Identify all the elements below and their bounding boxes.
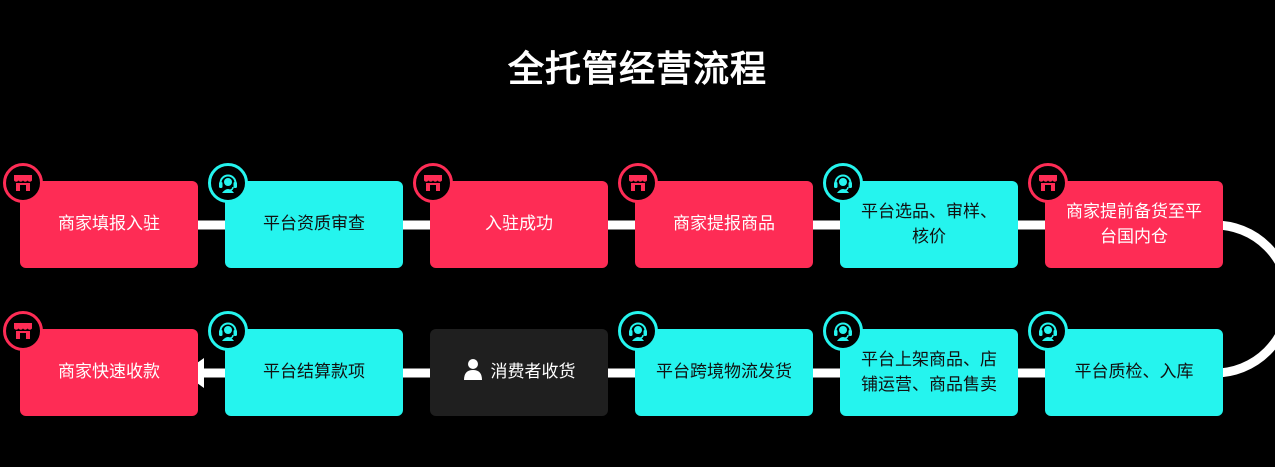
step-box: 商家提报商品	[635, 181, 813, 268]
step-box: 入驻成功	[430, 181, 608, 268]
step-label: 商家填报入驻	[58, 214, 160, 234]
step-box: 商家提前备货至平台国内仓	[1045, 181, 1223, 268]
step-box: 商家快速收款	[20, 329, 198, 416]
headset-icon	[208, 163, 248, 203]
store-icon	[3, 311, 43, 351]
step-label: 平台选品、审样、核价	[861, 201, 997, 247]
step-label: 平台资质审查	[263, 214, 365, 234]
step-label: 商家快速收款	[58, 362, 160, 382]
step-box: 平台结算款项	[225, 329, 403, 416]
headset-icon	[1028, 311, 1068, 351]
step-label: 商家提前备货至平台国内仓	[1066, 201, 1202, 247]
step-box: 平台质检、入库	[1045, 329, 1223, 416]
person-icon	[463, 358, 483, 388]
store-icon	[3, 163, 43, 203]
step-label: 平台结算款项	[263, 362, 365, 382]
step-label: 平台质检、入库	[1074, 362, 1194, 382]
store-icon	[1028, 163, 1068, 203]
store-icon	[413, 163, 453, 203]
step-label: 平台上架商品、店铺运营、商品售卖	[861, 349, 997, 395]
headset-icon	[618, 311, 658, 351]
headset-icon	[823, 311, 863, 351]
step-box: 商家填报入驻	[20, 181, 198, 268]
step-box: 平台上架商品、店铺运营、商品售卖	[840, 329, 1018, 416]
turn-arc	[1214, 220, 1275, 378]
headset-icon	[208, 311, 248, 351]
headset-icon	[823, 163, 863, 203]
page-title: 全托管经营流程	[507, 49, 767, 90]
step-box: 平台选品、审样、核价	[840, 181, 1018, 268]
step-box: 平台跨境物流发货	[635, 329, 813, 416]
step-label: 商家提报商品	[673, 214, 775, 234]
step-label: 消费者收货	[490, 362, 576, 382]
store-icon	[618, 163, 658, 203]
step-box: 平台资质审查	[225, 181, 403, 268]
step-label: 平台跨境物流发货	[656, 362, 792, 382]
step-label: 入驻成功	[485, 214, 553, 234]
step-box: 消费者收货	[430, 329, 608, 416]
